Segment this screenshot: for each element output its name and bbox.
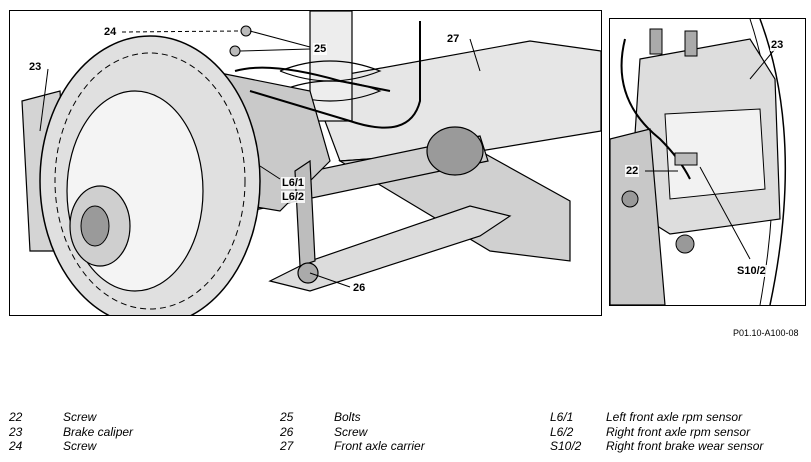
legend-row: 23 Brake caliper — [9, 425, 133, 440]
legend-description: Left front axle rpm sensor — [606, 410, 743, 424]
legend-code: 26 — [280, 424, 294, 439]
legend-description: Screw — [334, 424, 368, 439]
legend-description: Screw — [63, 410, 97, 424]
legend-description: Bolts — [334, 410, 361, 424]
legend-row: 24 Screw — [9, 439, 133, 454]
legend-column-2: 25 Bolts 26 Screw 27 Front axle carrier — [280, 410, 425, 454]
legend-column-1: 22 Screw 23 Brake caliper 24 Screw — [9, 410, 133, 454]
callout-26: 26 — [352, 282, 367, 294]
legend-description: Screw — [63, 439, 97, 453]
detail-illustration-panel: 23 22 S10/2 — [609, 18, 806, 306]
callout-27: 27 — [446, 33, 461, 45]
legend-description: Right front axle rpm sensor — [606, 424, 751, 439]
legend-code: L6/2 — [550, 424, 574, 439]
legend-row: 27 Front axle carrier — [280, 439, 425, 454]
legend-description: Brake caliper — [63, 424, 134, 439]
legend-code: 24 — [9, 439, 23, 453]
legend-row: S10/2 Right front brake wear sensor — [550, 439, 763, 454]
legend-code: 22 — [9, 410, 23, 424]
legend-description: Front axle carrier — [334, 439, 425, 453]
legend-row: L6/1 Left front axle rpm sensor — [550, 410, 763, 425]
legend-code: 25 — [280, 410, 294, 424]
callout-25: 25 — [313, 43, 328, 55]
callout-l6-2: L6/2 — [281, 191, 306, 203]
callout-23: 23 — [28, 61, 43, 73]
legend-code: 27 — [280, 439, 294, 453]
brake-caliper-detail-illustration — [610, 19, 787, 305]
detail-callout-s10-2: S10/2 — [736, 265, 767, 277]
legend-row: 22 Screw — [9, 410, 133, 425]
legend-code: 23 — [9, 424, 23, 439]
callout-24: 24 — [103, 26, 118, 38]
legend-description: Right front brake wear sensor — [606, 439, 764, 453]
legend-column-3: L6/1 Left front axle rpm sensor L6/2 Rig… — [550, 410, 763, 454]
figure-reference: P01.10-A100-08 — [733, 328, 799, 338]
callout-l6-1: L6/1 — [281, 177, 306, 189]
detail-callout-23: 23 — [770, 39, 785, 51]
legend-code: S10/2 — [550, 439, 582, 453]
main-illustration-panel: 24 25 23 27 L6/1 L6/2 26 — [9, 10, 602, 316]
legend-row: 25 Bolts — [280, 410, 425, 425]
legend-row: 26 Screw — [280, 425, 425, 440]
front-axle-illustration — [21, 11, 601, 315]
legend-code: L6/1 — [550, 410, 574, 424]
detail-callout-22: 22 — [625, 165, 640, 177]
legend-row: L6/2 Right front axle rpm sensor — [550, 425, 763, 440]
